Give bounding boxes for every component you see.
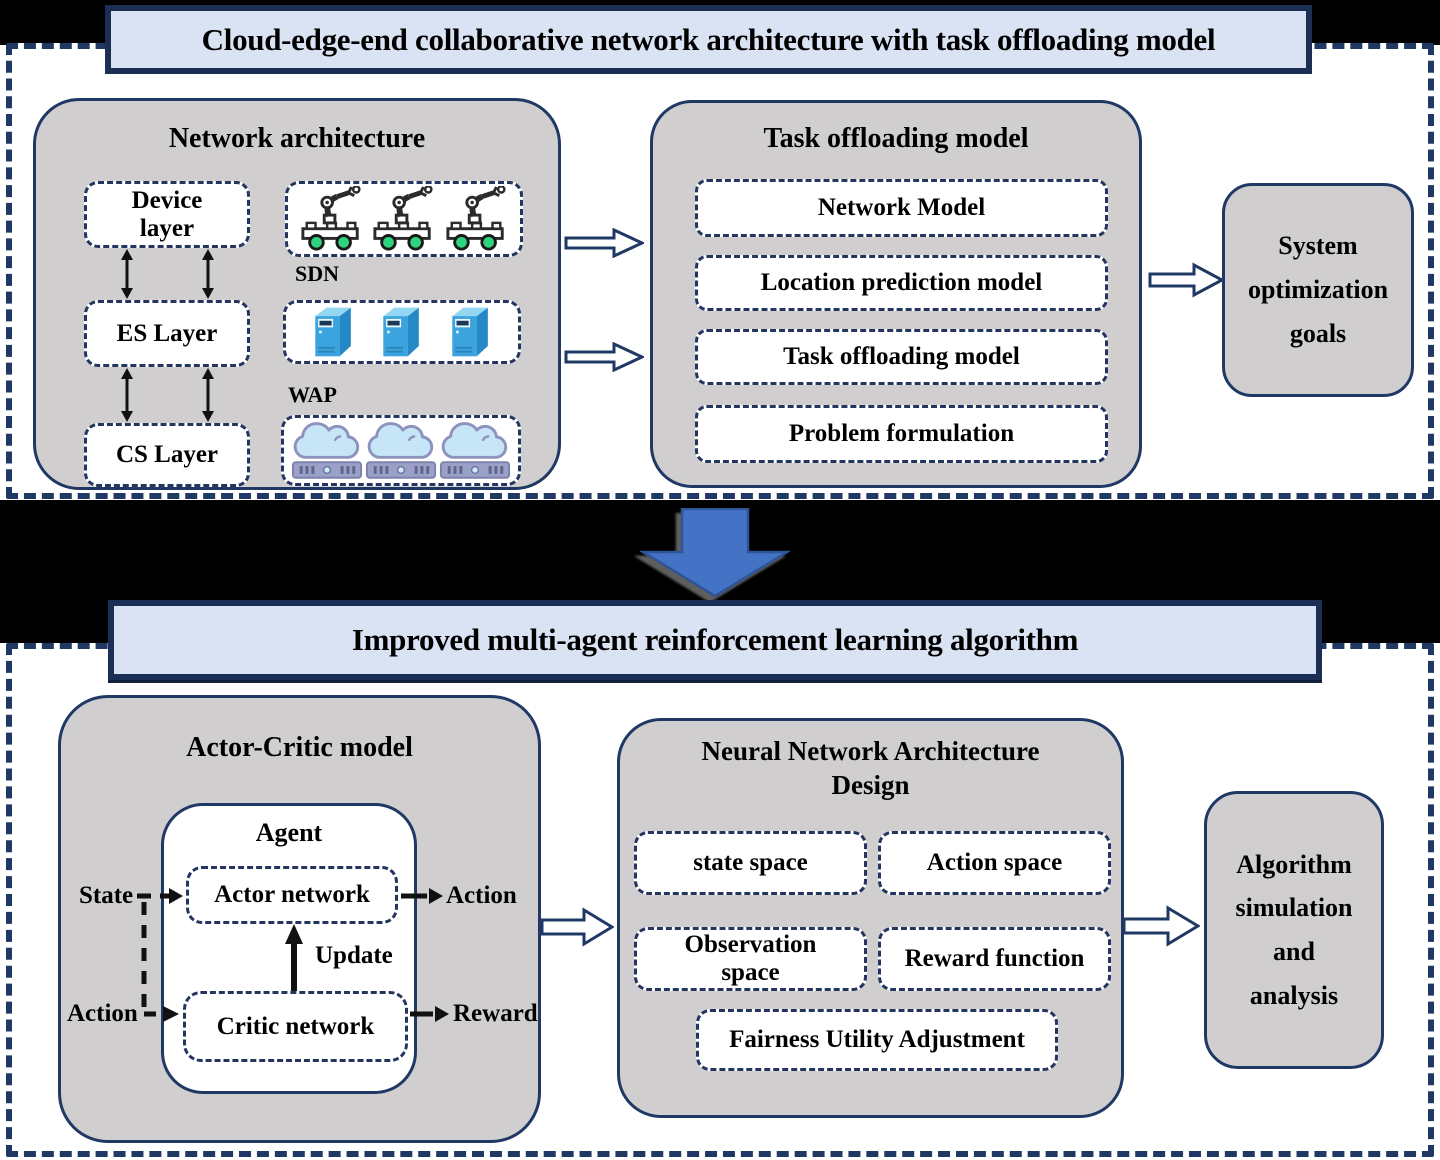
cloud-server-icon xyxy=(439,422,511,479)
algorithm-simulation-box: Algorithm simulation and analysis xyxy=(1204,791,1384,1069)
flow-arrow-icon xyxy=(564,228,644,258)
flow-arrow-icon xyxy=(1148,262,1224,298)
state-label: State xyxy=(79,882,134,909)
device-icons-box xyxy=(285,181,523,257)
robot-cart-icon xyxy=(373,186,433,251)
flow-arrow-icon xyxy=(564,342,644,372)
bottom-banner-title: Improved multi-agent reinforcement learn… xyxy=(108,600,1322,680)
state-space-box: state space xyxy=(634,831,867,895)
es-icons-box xyxy=(283,300,521,364)
edge-server-icon xyxy=(451,307,488,357)
double-arrow-icon xyxy=(121,249,133,299)
cs-icons-box xyxy=(281,415,521,486)
edge-server-icon xyxy=(383,307,419,357)
sdn-label: SDN xyxy=(295,261,340,286)
neural-network-design-box: Neural Network Architecture Design state… xyxy=(617,718,1124,1118)
observation-space-box: Observation space xyxy=(634,927,867,991)
neural-network-design-title: Neural Network Architecture Design xyxy=(701,736,1040,800)
cs-layer-box: CS Layer xyxy=(84,423,250,487)
action-space-box: Action space xyxy=(878,831,1111,895)
flow-arrow-icon xyxy=(540,907,614,947)
task-offloading-model-box: Task offloading model Network Model Loca… xyxy=(650,100,1142,488)
network-model-box: Network Model xyxy=(695,179,1108,237)
reward-label: Reward xyxy=(453,1000,538,1027)
agent-label: Agent xyxy=(255,818,323,847)
double-arrow-icon xyxy=(202,249,214,299)
es-layer-box: ES Layer xyxy=(84,300,250,367)
actor-network-box: Actor network xyxy=(186,866,398,924)
action-in-label: Action xyxy=(67,1000,138,1027)
location-prediction-model-box: Location prediction model xyxy=(695,255,1108,311)
device-layer-box: Device layer xyxy=(84,181,250,248)
network-architecture-title: Network architecture xyxy=(168,123,426,154)
action-out-label: Action xyxy=(446,882,517,909)
top-banner-title: Cloud-edge-end collaborative network arc… xyxy=(105,5,1312,74)
cloud-server-icon xyxy=(291,422,363,479)
double-arrow-icon xyxy=(202,368,214,422)
actor-critic-title: Actor-Critic model xyxy=(186,732,413,763)
reward-function-box: Reward function xyxy=(878,927,1111,991)
problem-formulation-box: Problem formulation xyxy=(695,405,1108,463)
task-offloading-title: Task offloading model xyxy=(763,123,1029,154)
wap-label: WAP xyxy=(288,382,337,407)
system-optimization-goals-box: System optimization goals xyxy=(1222,183,1414,397)
down-arrow-icon xyxy=(640,508,790,598)
task-offloading-model-item-box: Task offloading model xyxy=(695,329,1108,385)
critic-network-box: Critic network xyxy=(183,991,408,1062)
update-label: Update xyxy=(315,942,393,969)
actor-critic-model-box: Actor-Critic model Agent Actor network C… xyxy=(58,695,541,1143)
robot-cart-icon xyxy=(300,186,361,251)
flow-arrow-icon xyxy=(1122,905,1200,947)
cloud-server-icon xyxy=(365,422,437,479)
fairness-utility-adjustment-box: Fairness Utility Adjustment xyxy=(696,1009,1058,1071)
edge-server-icon xyxy=(314,307,351,357)
network-architecture-box: Network architecture Device layer ES Lay… xyxy=(33,98,561,490)
robot-cart-icon xyxy=(445,186,506,251)
double-arrow-icon xyxy=(121,368,133,422)
